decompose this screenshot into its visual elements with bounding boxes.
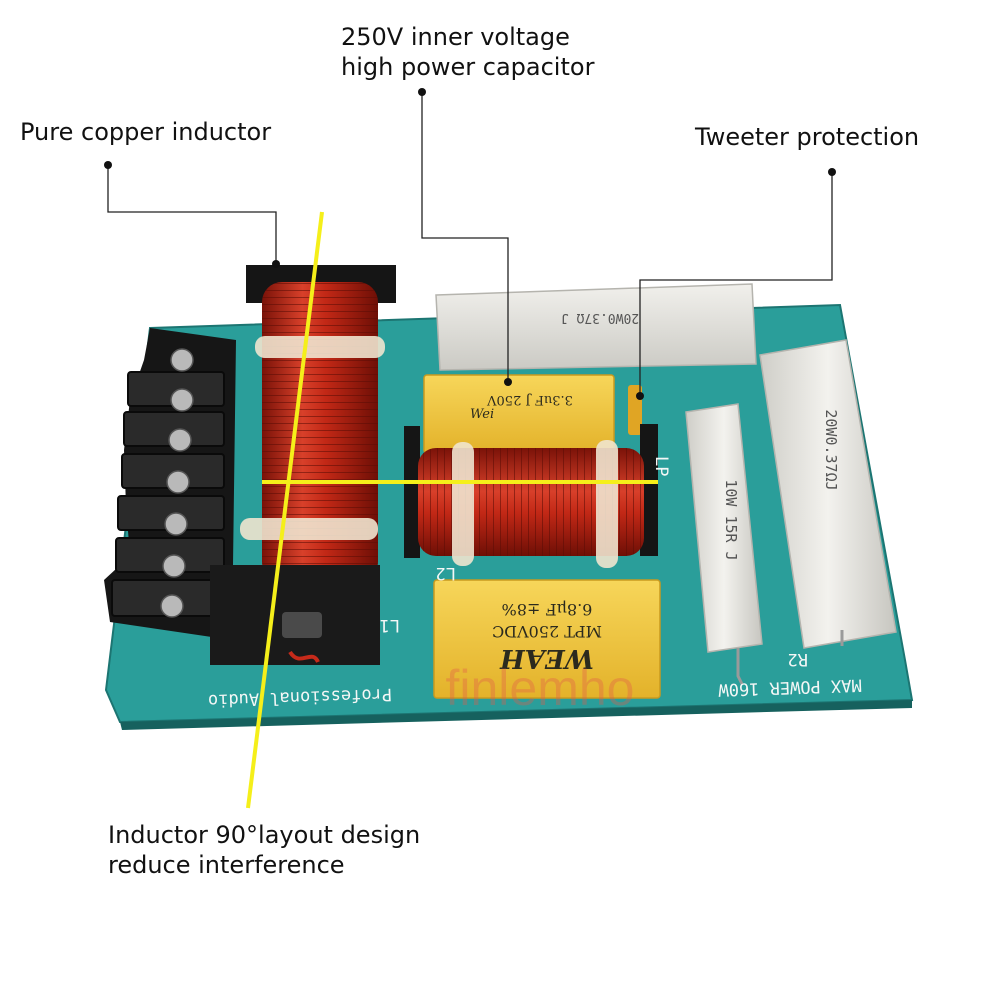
svg-text:WEAH: WEAH: [499, 643, 594, 673]
layout-label: Inductor 90°layout design reduce interfe…: [108, 820, 420, 880]
silkscreen-lp: LP: [651, 456, 671, 476]
svg-text:3.3uF J 250V: 3.3uF J 250V: [487, 392, 573, 407]
svg-text:20W0.37Ω J: 20W0.37Ω J: [561, 310, 639, 325]
callout-line-inductor: [107, 165, 277, 262]
callout-end-inductor: [272, 260, 280, 268]
svg-text:20W0.37ΩJ: 20W0.37ΩJ: [822, 409, 840, 490]
svg-text:Wei: Wei: [470, 407, 494, 422]
callout-end-capacitor: [504, 378, 512, 386]
pcb-edge: [120, 700, 912, 730]
callout-line-capacitor: [421, 92, 509, 380]
callout-end-tweeter: [636, 392, 644, 400]
horizontal-inductor-l2: [404, 424, 658, 568]
capacitor-large: WEAH MPT 250VDC 6.8μF ±8%: [433, 579, 661, 699]
svg-text:6.8μF ±8%: 6.8μF ±8%: [502, 600, 593, 619]
callout-line-tweeter: [639, 172, 833, 396]
svg-text:10W 15R J: 10W 15R J: [722, 479, 740, 560]
capacitor-label-line1: 250V inner voltage: [341, 23, 570, 51]
vertical-inductor-l1: [210, 265, 396, 665]
resistor-right: 20W0.37ΩJ: [759, 339, 897, 649]
callout-dot-tweeter: [828, 168, 836, 176]
watermark: finlemho: [446, 660, 635, 716]
silkscreen-l1: L1: [380, 615, 400, 635]
silkscreen-r2: R2: [788, 649, 808, 669]
svg-text:MPT 250VDC: MPT 250VDC: [492, 622, 602, 641]
silkscreen-l2: L2: [436, 563, 456, 583]
capacitor-small: Wei 3.3uF J 250V: [423, 374, 615, 454]
terminal-block: [104, 328, 236, 640]
callout-dot-capacitor: [418, 88, 426, 96]
resistor-top: 20W0.37Ω J: [435, 283, 757, 371]
layout-label-line2: reduce interference: [108, 851, 345, 879]
tweeter-label: Tweeter protection: [695, 122, 919, 152]
layout-label-line1: Inductor 90°layout design: [108, 821, 421, 849]
inductor-label-text: Pure copper inductor: [20, 118, 272, 146]
inductor-label: Pure copper inductor: [20, 117, 271, 147]
callout-dot-inductor: [104, 161, 112, 169]
resistor-mid: 10W 15R J: [685, 403, 763, 685]
capacitor-label-line2: high power capacitor: [341, 53, 595, 81]
capacitor-label: 250V inner voltage high power capacitor: [341, 22, 594, 82]
guide-line-vertical: [246, 211, 324, 809]
tweeter-label-text: Tweeter protection: [695, 123, 920, 151]
